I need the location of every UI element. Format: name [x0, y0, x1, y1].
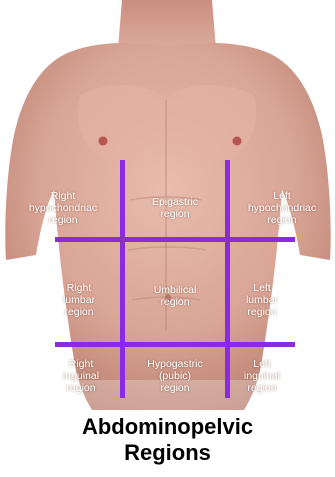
label-right-hypochondriac: Right hypochondriac region: [8, 190, 118, 226]
label-right-lumbar: Right lumbar region: [40, 282, 118, 318]
grid-line-left-vertical: [120, 160, 125, 398]
grid-line-upper-horizontal: [55, 237, 295, 242]
label-left-inguinal: Left inguinal region: [232, 358, 292, 394]
grid-line-lower-horizontal: [55, 342, 295, 347]
label-epigastric: Epigastric region: [128, 196, 222, 220]
caption-line-1: Abdominopelvic: [0, 414, 335, 440]
label-left-lumbar: Left lumbar region: [232, 282, 292, 318]
label-right-inguinal: Right inguinal region: [44, 358, 118, 394]
grid-line-right-vertical: [225, 160, 230, 398]
label-hypogastric: Hypogastric (pubic) region: [128, 358, 222, 394]
label-left-hypochondriac: Left hypochondriac region: [232, 190, 332, 226]
figure-caption: Abdominopelvic Regions: [0, 414, 335, 466]
label-umbilical: Umbilical region: [128, 284, 222, 308]
caption-line-2: Regions: [0, 440, 335, 466]
